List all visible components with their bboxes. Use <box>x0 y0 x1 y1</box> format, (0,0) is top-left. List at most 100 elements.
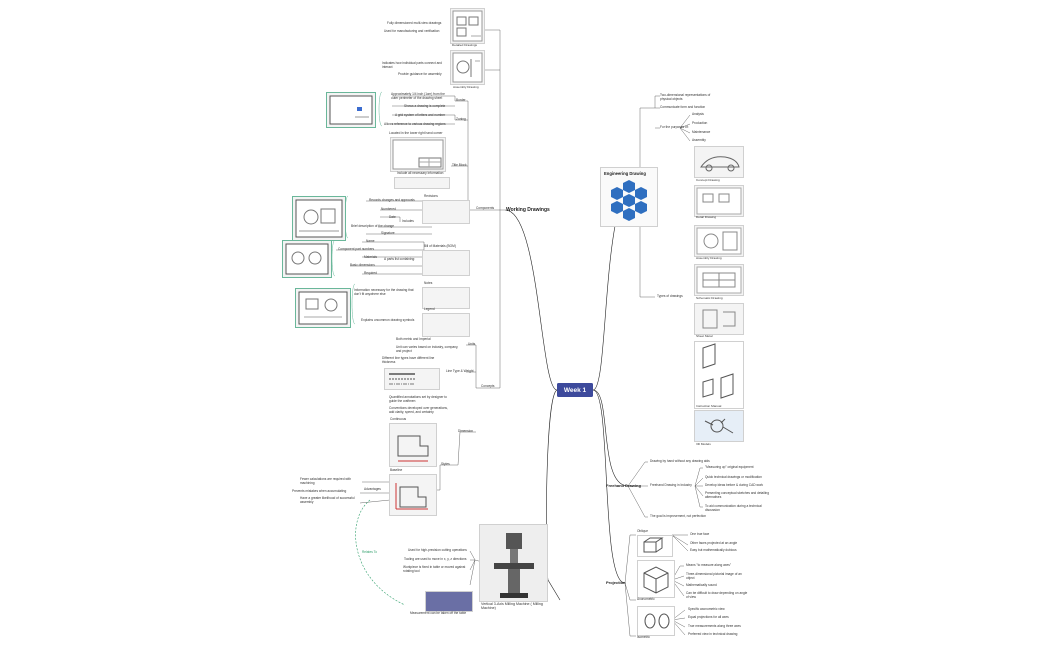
bom-item-1: Name <box>366 239 375 243</box>
purpose-production: Production <box>692 121 708 125</box>
relates-to-label: Relates To <box>362 550 378 554</box>
components-node[interactable]: Components <box>476 206 495 210</box>
concept-drawing-image <box>694 146 744 178</box>
dim-item-1: Quantified annotations set by designer t… <box>389 395 447 403</box>
milling-machine-image <box>479 524 548 602</box>
freehand-industry-node[interactable]: Freehand Drawing in Industry <box>650 483 692 487</box>
isometric-label: Isometric <box>637 635 650 639</box>
zoning-item-1: A grid system of letters and number <box>395 113 446 117</box>
dim-item-2: Conventions developed over generations, … <box>389 406 448 414</box>
legend-image <box>422 313 470 337</box>
includes-node[interactable]: Includes <box>402 219 414 223</box>
mill-item-2: Tooling are used to move in x, y, z dire… <box>404 557 467 561</box>
concepts-node[interactable]: Concepts <box>481 384 495 388</box>
oblique-item-3: Easy but mathematically dubious <box>690 548 737 552</box>
line-types-image <box>384 368 440 390</box>
dimension-node[interactable]: Dimension <box>458 429 474 433</box>
purpose-maintenance: Maintenance <box>692 130 711 134</box>
iso-item-4: Preferred view in technical drawing <box>688 632 738 636</box>
zoning-node[interactable]: Zoning <box>456 117 466 121</box>
mill-item-3: Workpiece is fixed in table or moved aga… <box>403 565 466 573</box>
industry-item-1: "Measuring up" original equipment <box>705 465 754 469</box>
engineering-hex-image <box>600 167 658 227</box>
assembly-item-1: Indicates how individual parts connect a… <box>382 61 442 69</box>
working-drawings-topic[interactable]: Working Drawings <box>506 207 550 213</box>
instruction-manual-image <box>694 341 744 409</box>
styles-node[interactable]: Styles <box>441 462 450 466</box>
sheet-metal-image <box>694 303 744 335</box>
iso-item-2: Equal projections for all axes <box>688 615 729 619</box>
oblique-label: Oblique <box>637 529 648 533</box>
industry-item-5: To aid communication during a technical … <box>705 504 762 512</box>
isometric-image <box>637 606 675 636</box>
assembly-drawing-image-right <box>694 225 744 257</box>
bom-label[interactable]: Bill of Materials (BOM) <box>424 244 456 248</box>
eng-item-3: For the purposes of: <box>660 125 689 129</box>
assembly-drawing-caption-top: Assembly Drawing <box>453 85 479 89</box>
milling-machine-caption[interactable]: Vertical 3-Axis Milling Machine ( Millin… <box>481 602 543 611</box>
legend-label[interactable]: Legend <box>424 307 435 311</box>
freehand-drawing-topic[interactable]: Freehand Drawing <box>606 483 641 488</box>
industry-item-4: Presenting conceptual sketches and detai… <box>705 491 769 499</box>
freehand-item-1: Drawing by hand without any drawing aids <box>650 459 710 463</box>
axonometric-label: Axonometric <box>637 597 655 601</box>
measurement-photo <box>425 591 473 612</box>
border-item-1: Approximately 1/4 inch (1cm) from the ou… <box>391 92 445 100</box>
eng-item-1: Two-dimensional representations of physi… <box>660 93 711 101</box>
bom-includes-node[interactable]: A parts list containing: <box>384 257 416 261</box>
projection-topic[interactable]: Projection <box>606 580 626 585</box>
notes-image <box>422 287 470 309</box>
assembly-item-2: Provide guidance for assembly <box>398 72 442 76</box>
oblique-item-1: One true face <box>690 532 710 536</box>
border-node[interactable]: Border <box>456 98 466 102</box>
title-item-2: Include all necessary information <box>397 171 444 175</box>
line-type-node[interactable]: Line Type & Weight <box>446 369 474 373</box>
assembly-drawing-caption-right: Assembly Drawing <box>696 256 722 260</box>
engineering-drawing-topic[interactable]: Engineering Drawing <box>604 171 646 176</box>
adv-item-1: Fewer calculations are required with mac… <box>300 477 352 485</box>
instruction-manual-caption: Instruction Manual <box>696 404 722 408</box>
3d-models-image <box>694 410 744 442</box>
mill-item-1: Used for high-precision cutting operatio… <box>408 548 467 552</box>
baseline-label: Baseline <box>390 468 403 472</box>
iso-item-3: True measurements along three axes <box>688 624 741 628</box>
types-of-drawings-node[interactable]: Types of drawings <box>657 294 683 298</box>
revisions-label[interactable]: Revisions <box>424 194 438 198</box>
bom-example-image <box>282 240 332 278</box>
sheet-metal-caption: Sheet Metal <box>696 334 713 338</box>
zoning-item-2: Allows reference to various drawing regi… <box>384 122 446 126</box>
adv-item-2: Prevents mistakes when accumulating <box>292 489 347 493</box>
adv-item-3: Have a greater likelihood of successful … <box>300 496 355 504</box>
units-node[interactable]: Units <box>468 342 476 346</box>
units-item-1: Both metric and Imperial <box>396 337 431 341</box>
oblique-item-2: Other faces projected at an angle <box>690 541 738 545</box>
iso-item-1: Specific axonometric view <box>688 607 725 611</box>
mill-item-4: Measurement can be taken off the table <box>410 611 467 615</box>
3d-models-caption: 3D Models <box>696 442 711 446</box>
central-topic[interactable]: Week 1 <box>557 383 593 397</box>
detail-drawing-caption: Detail Drawing <box>696 215 717 219</box>
detailed-drawing-image <box>450 8 485 44</box>
baseline-image <box>389 474 437 516</box>
border-example-image <box>326 92 376 128</box>
axo-item-3: Mathematically sound <box>686 583 717 587</box>
detailed-item-2: Used for manufacturing and verification <box>384 29 440 33</box>
rev-item-4: Brief description of the change <box>351 224 395 228</box>
freehand-item-3: The goal is improvement, not perfection <box>650 514 706 518</box>
oblique-image <box>637 535 673 557</box>
rev-item-2: Numbered <box>381 207 396 211</box>
revisions-example-image <box>292 196 346 241</box>
industry-item-2: Quick technical drawings or modification <box>705 475 762 479</box>
axonometric-image <box>637 560 675 598</box>
purpose-analysis: Analysis <box>692 112 704 116</box>
notes-label[interactable]: Notes <box>424 281 433 285</box>
title-block-node[interactable]: Title Block <box>452 163 467 167</box>
bom-table-image <box>422 250 470 276</box>
title-info-image <box>394 177 450 189</box>
legend-item: Explains uncommon drawing symbols <box>361 318 415 322</box>
notes-item: Information necessary for the drawing th… <box>354 288 414 296</box>
notes-example-image <box>295 288 351 328</box>
border-item-2: Shows a drawing is complete <box>404 104 446 108</box>
advantages-node[interactable]: Advantages <box>364 487 381 491</box>
purpose-assembly: Assembly <box>692 138 706 142</box>
